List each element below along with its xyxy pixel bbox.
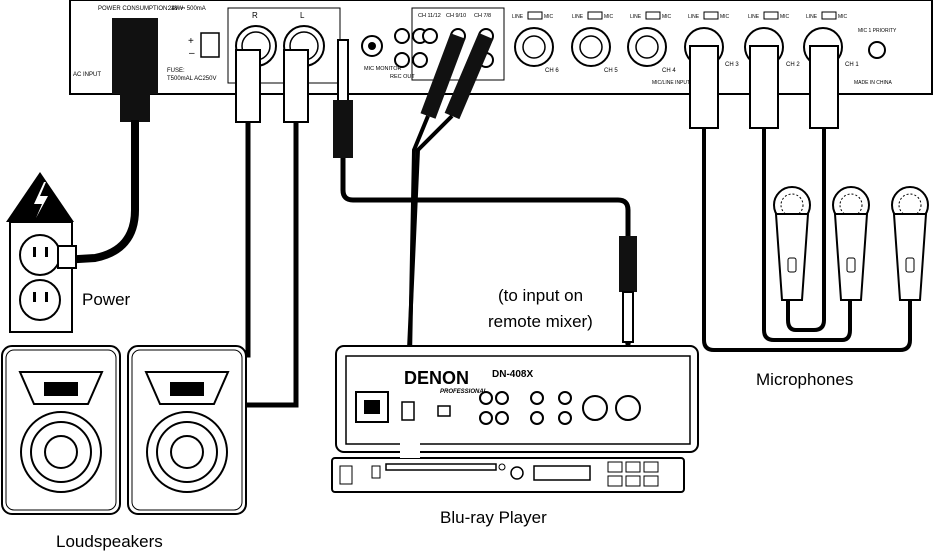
remote-mixer-label-line1: (to input on xyxy=(498,286,584,305)
svg-text:MIC: MIC xyxy=(838,14,848,20)
svg-text:MIC: MIC xyxy=(720,14,730,20)
mic1-priority-knob xyxy=(868,41,886,59)
loudspeaker-right xyxy=(127,345,247,515)
power-consumption-label: POWER CONSUMPTION: 18W xyxy=(98,6,183,12)
mic-line-inputs-label: MIC/LINE INPUTS xyxy=(652,80,694,86)
bluray-player xyxy=(331,457,685,493)
svg-text:MIC: MIC xyxy=(604,14,614,20)
svg-text:MIC: MIC xyxy=(780,14,790,20)
ch6-label: CH 6 xyxy=(545,68,559,74)
ch-7-8-label: CH 7/8 xyxy=(474,13,491,19)
microphone-1 xyxy=(773,186,811,301)
rec-out-label: REC OUT xyxy=(390,74,415,80)
output-r-label: R xyxy=(252,11,258,20)
power-label: Power xyxy=(82,290,131,309)
mixer-rear-panel: POWER CONSUMPTION: 18W 24V ⎓ 500mA AC IN… xyxy=(69,0,933,95)
svg-text:LINE: LINE xyxy=(748,14,760,20)
ch5-label: CH 5 xyxy=(604,68,618,74)
svg-text:MIC: MIC xyxy=(544,14,554,20)
output-l-label: L xyxy=(300,11,305,20)
ch4-label: CH 4 xyxy=(662,68,676,74)
made-in-label: MADE IN CHINA xyxy=(854,80,892,86)
mic1-priority-label: MIC 1 PRIORITY xyxy=(858,28,897,34)
svg-text:MIC: MIC xyxy=(662,14,672,20)
ac-input-label: AC INPUT xyxy=(73,72,101,78)
ch-9-10-label: CH 9/10 xyxy=(446,13,466,19)
remote-mixer-label-line2: remote mixer) xyxy=(488,312,593,331)
svg-text:LINE: LINE xyxy=(512,14,524,20)
denon-sub: PROFESSIONAL xyxy=(440,389,488,395)
bluray-label: Blu-ray Player xyxy=(440,508,547,527)
ch2-label: CH 2 xyxy=(786,62,800,68)
denon-brand: DENON xyxy=(404,368,469,388)
svg-text:–: – xyxy=(189,48,195,59)
denon-model: DN-408X xyxy=(492,369,533,380)
svg-text:+: + xyxy=(188,36,194,47)
power-cable xyxy=(61,18,158,264)
svg-text:LINE: LINE xyxy=(806,14,818,20)
speaker-cables xyxy=(205,49,309,408)
loudspeaker-left xyxy=(1,345,121,515)
denon-mixer: DENON PROFESSIONAL DN-408X xyxy=(335,345,699,453)
fuse-label: FUSE: xyxy=(167,68,185,74)
svg-text:LINE: LINE xyxy=(572,14,584,20)
fuse-rating-label: T500mAL AC250V xyxy=(167,76,216,82)
ch3-label: CH 3 xyxy=(725,62,739,68)
microphone-2 xyxy=(832,186,870,301)
svg-text:LINE: LINE xyxy=(630,14,642,20)
dc-rating-label: 24V ⎓ 500mA xyxy=(168,6,206,12)
microphone-cables xyxy=(689,45,912,352)
ch1-label: CH 1 xyxy=(845,62,859,68)
microphone-3 xyxy=(891,186,929,301)
microphones-label: Microphones xyxy=(756,370,854,389)
svg-text:LINE: LINE xyxy=(688,14,700,20)
power-switch xyxy=(200,32,220,58)
mic-monitor-label: MIC MONITOR xyxy=(364,66,402,72)
power-outlet xyxy=(9,221,77,333)
monitor-cable xyxy=(333,39,637,356)
ch-11-12-label: CH 11/12 xyxy=(418,13,441,19)
warning-triangle-icon xyxy=(6,172,74,222)
loudspeakers-label: Loudspeakers xyxy=(56,532,163,551)
